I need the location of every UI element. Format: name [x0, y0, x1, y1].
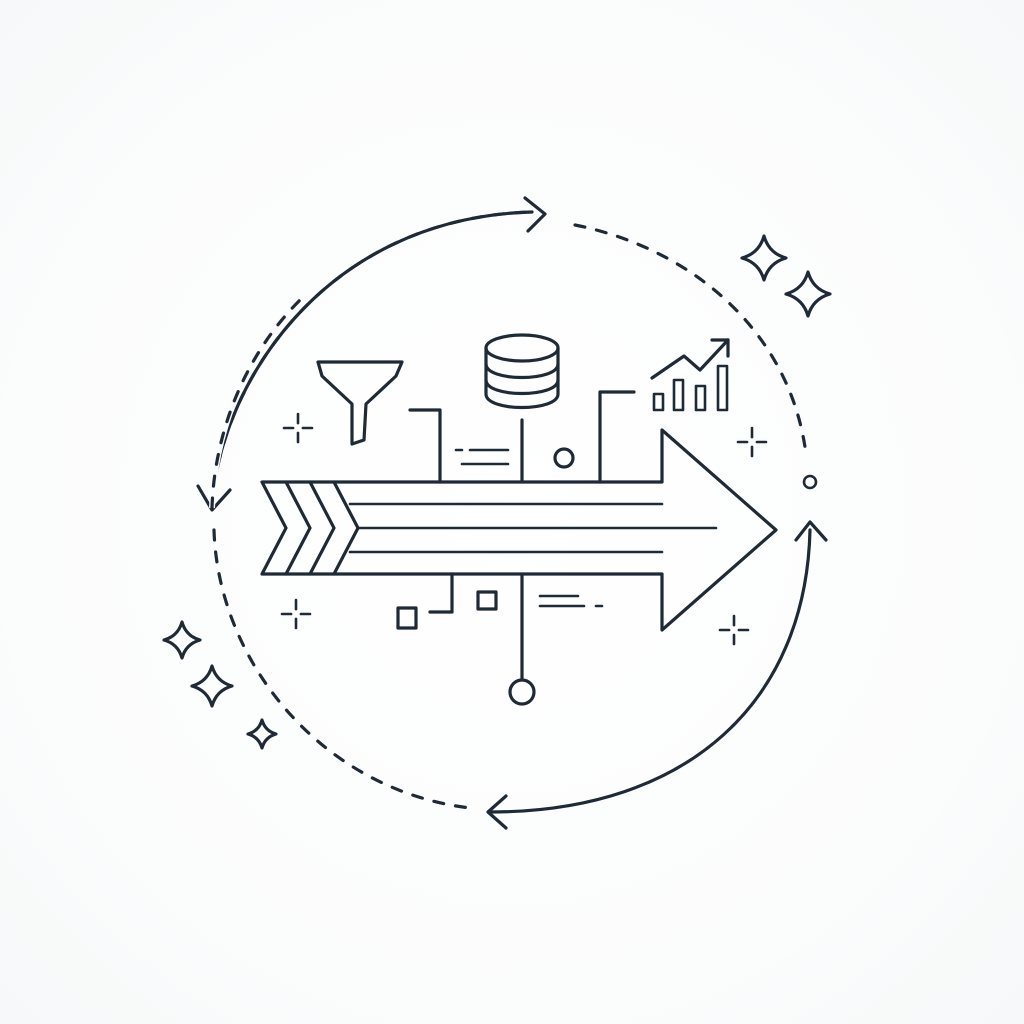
cycle-right-arrowhead — [794, 520, 828, 542]
arrow-outline — [260, 428, 778, 632]
cycle-lower-left-dashed-arc — [212, 528, 472, 810]
growth-bar-4 — [716, 364, 729, 412]
lower-branch-left — [428, 572, 454, 614]
growth-bar-3 — [694, 384, 707, 412]
growth-trend-line — [650, 338, 730, 380]
database-top — [484, 333, 560, 363]
database-band-1 — [484, 362, 560, 379]
arrow-chevron-3 — [332, 480, 360, 576]
connector-node-upper — [553, 447, 575, 469]
lower-square-left — [396, 606, 418, 630]
sparkle-left-upper — [162, 620, 202, 660]
cycle-left-dashed-arc — [210, 298, 302, 510]
sparkle-icon — [162, 234, 832, 750]
sparkle-top-right-small — [784, 270, 832, 318]
connector-lines — [408, 390, 636, 484]
connector-chart-branch — [598, 390, 636, 484]
arrow-chevron-1 — [284, 480, 312, 576]
cycle-node-circle — [802, 474, 818, 490]
growth-trend-arrowhead — [710, 338, 730, 358]
database-icon — [484, 333, 560, 484]
lower-node-circle — [508, 678, 536, 706]
twinkle-right-upper — [736, 426, 768, 458]
database-band-2 — [484, 378, 560, 395]
cycle-left-arrowhead — [196, 484, 232, 512]
cycle-lower-right-arc — [488, 528, 812, 814]
cycle-bottom-arrowhead — [486, 794, 508, 830]
lower-square-mid — [476, 590, 498, 611]
forward-arrow-icon — [260, 428, 778, 632]
cycle-arc-mask — [209, 297, 303, 509]
growth-chart-icon — [650, 338, 730, 412]
growth-bar-2 — [672, 378, 685, 412]
growth-bar-1 — [652, 392, 665, 412]
sparkle-top-right-large — [740, 234, 788, 282]
funnel-outline — [316, 360, 404, 446]
funnel-icon — [316, 360, 404, 446]
twinkle-left-upper — [282, 412, 314, 444]
cycle-arrows-icon — [196, 196, 828, 830]
connector-funnel-branch — [408, 408, 442, 484]
arrow-chevron-2 — [308, 480, 336, 576]
lower-connectors — [396, 572, 604, 706]
twinkle-right-lower — [718, 614, 750, 646]
sparkle-left-middle — [190, 664, 234, 708]
cycle-upper-right-dashed-arc — [573, 223, 808, 456]
database-body — [484, 346, 560, 409]
twinkle-left-lower — [280, 598, 312, 630]
line-art — [162, 196, 832, 830]
sparkle-left-lower — [246, 718, 278, 750]
cycle-top-arrowhead — [523, 196, 547, 233]
